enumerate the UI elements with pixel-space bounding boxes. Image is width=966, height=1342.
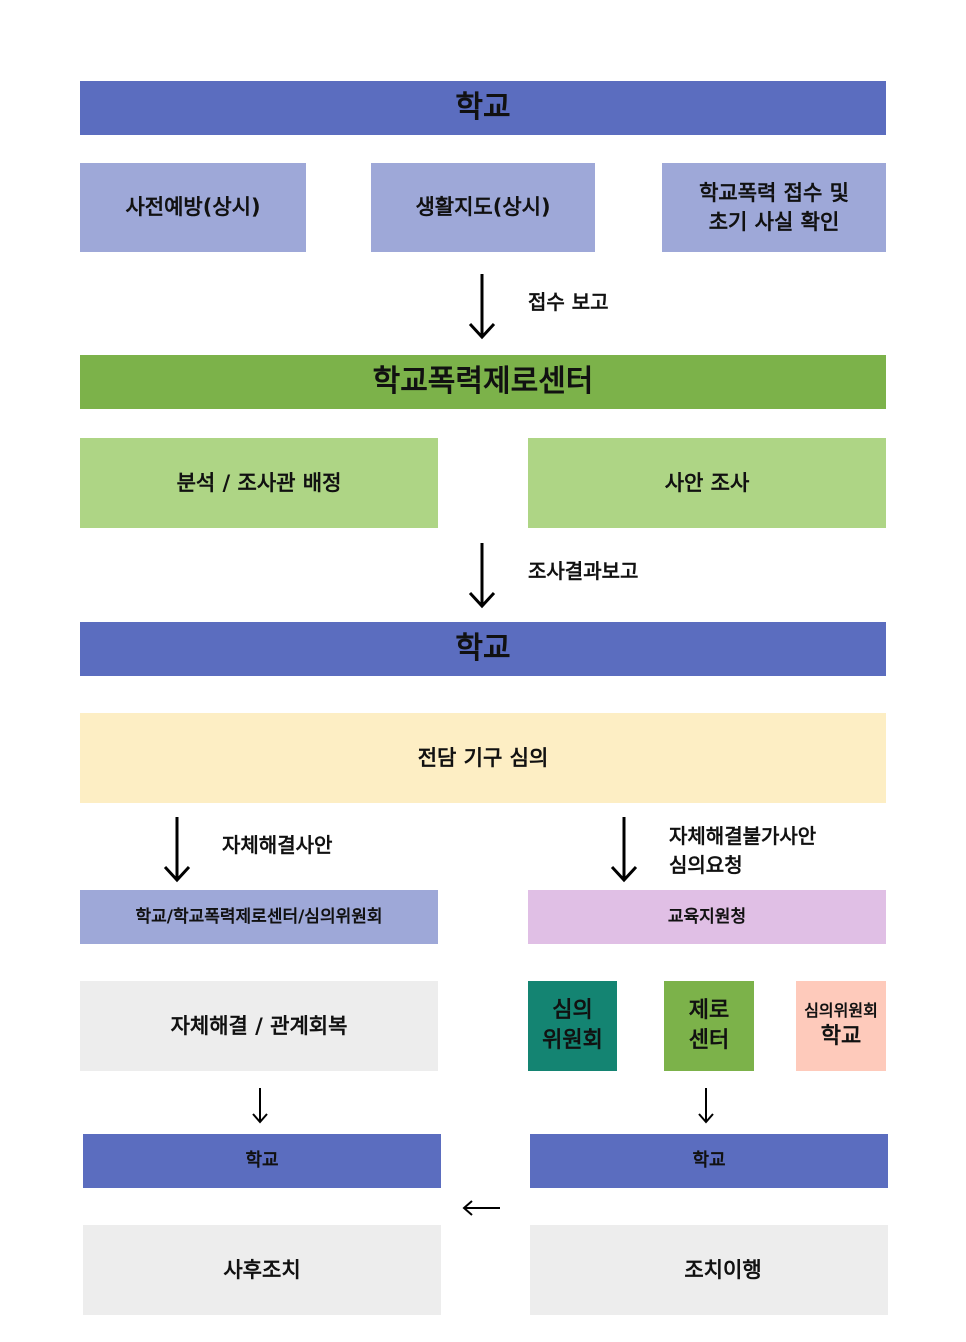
- zero-center-line2: 센터: [688, 1028, 730, 1053]
- school-header-mid: 학교: [80, 622, 886, 676]
- report-intake-box: 학교폭력 접수 및 초기 사실 확인: [662, 163, 886, 252]
- down-arrow-icon: [698, 1088, 714, 1124]
- left-arrow-icon: [462, 1200, 500, 1216]
- investigation-box: 사안 조사: [528, 438, 886, 528]
- self-resolve-label: 자체해결사안: [222, 833, 333, 857]
- committee-school-line2: 학교: [820, 1023, 862, 1049]
- education-office-box: 교육지원청: [528, 890, 886, 944]
- committee-line1: 심의: [552, 998, 593, 1024]
- school-header-top: 학교: [80, 81, 886, 135]
- prevention-box: 사전예방(상시): [80, 163, 306, 252]
- committee-line2: 위원회: [542, 1028, 603, 1053]
- down-arrow-icon: [610, 817, 638, 883]
- left-authority-box: 학교/학교폭력제로센터/심의위원회: [80, 890, 438, 944]
- down-arrow-icon: [468, 543, 496, 609]
- down-arrow-icon: [252, 1088, 268, 1124]
- follow-up-box: 사후조치: [83, 1225, 441, 1315]
- analysis-box: 분석 / 조사관 배정: [80, 438, 438, 528]
- deliberation-box: 전담 기구 심의: [80, 713, 886, 803]
- guidance-box: 생활지도(상시): [371, 163, 595, 252]
- execute-measures-box: 조치이행: [530, 1225, 888, 1315]
- down-arrow-icon: [468, 274, 496, 340]
- self-resolve-box: 자체해결 / 관계회복: [80, 981, 438, 1071]
- committee-school-line1: 심의위원회: [804, 1001, 878, 1021]
- zero-center-line1: 제로: [688, 998, 730, 1024]
- report-label: 접수 보고: [528, 290, 609, 314]
- committee-request-label: 자체해결불가사안 심의요청: [669, 824, 817, 877]
- zero-center-header: 학교폭력제로센터: [80, 355, 886, 409]
- down-arrow-icon: [163, 817, 191, 883]
- school-box-right: 학교: [530, 1134, 888, 1188]
- school-box-left: 학교: [83, 1134, 441, 1188]
- investigation-result-label: 조사결과보고: [528, 559, 639, 583]
